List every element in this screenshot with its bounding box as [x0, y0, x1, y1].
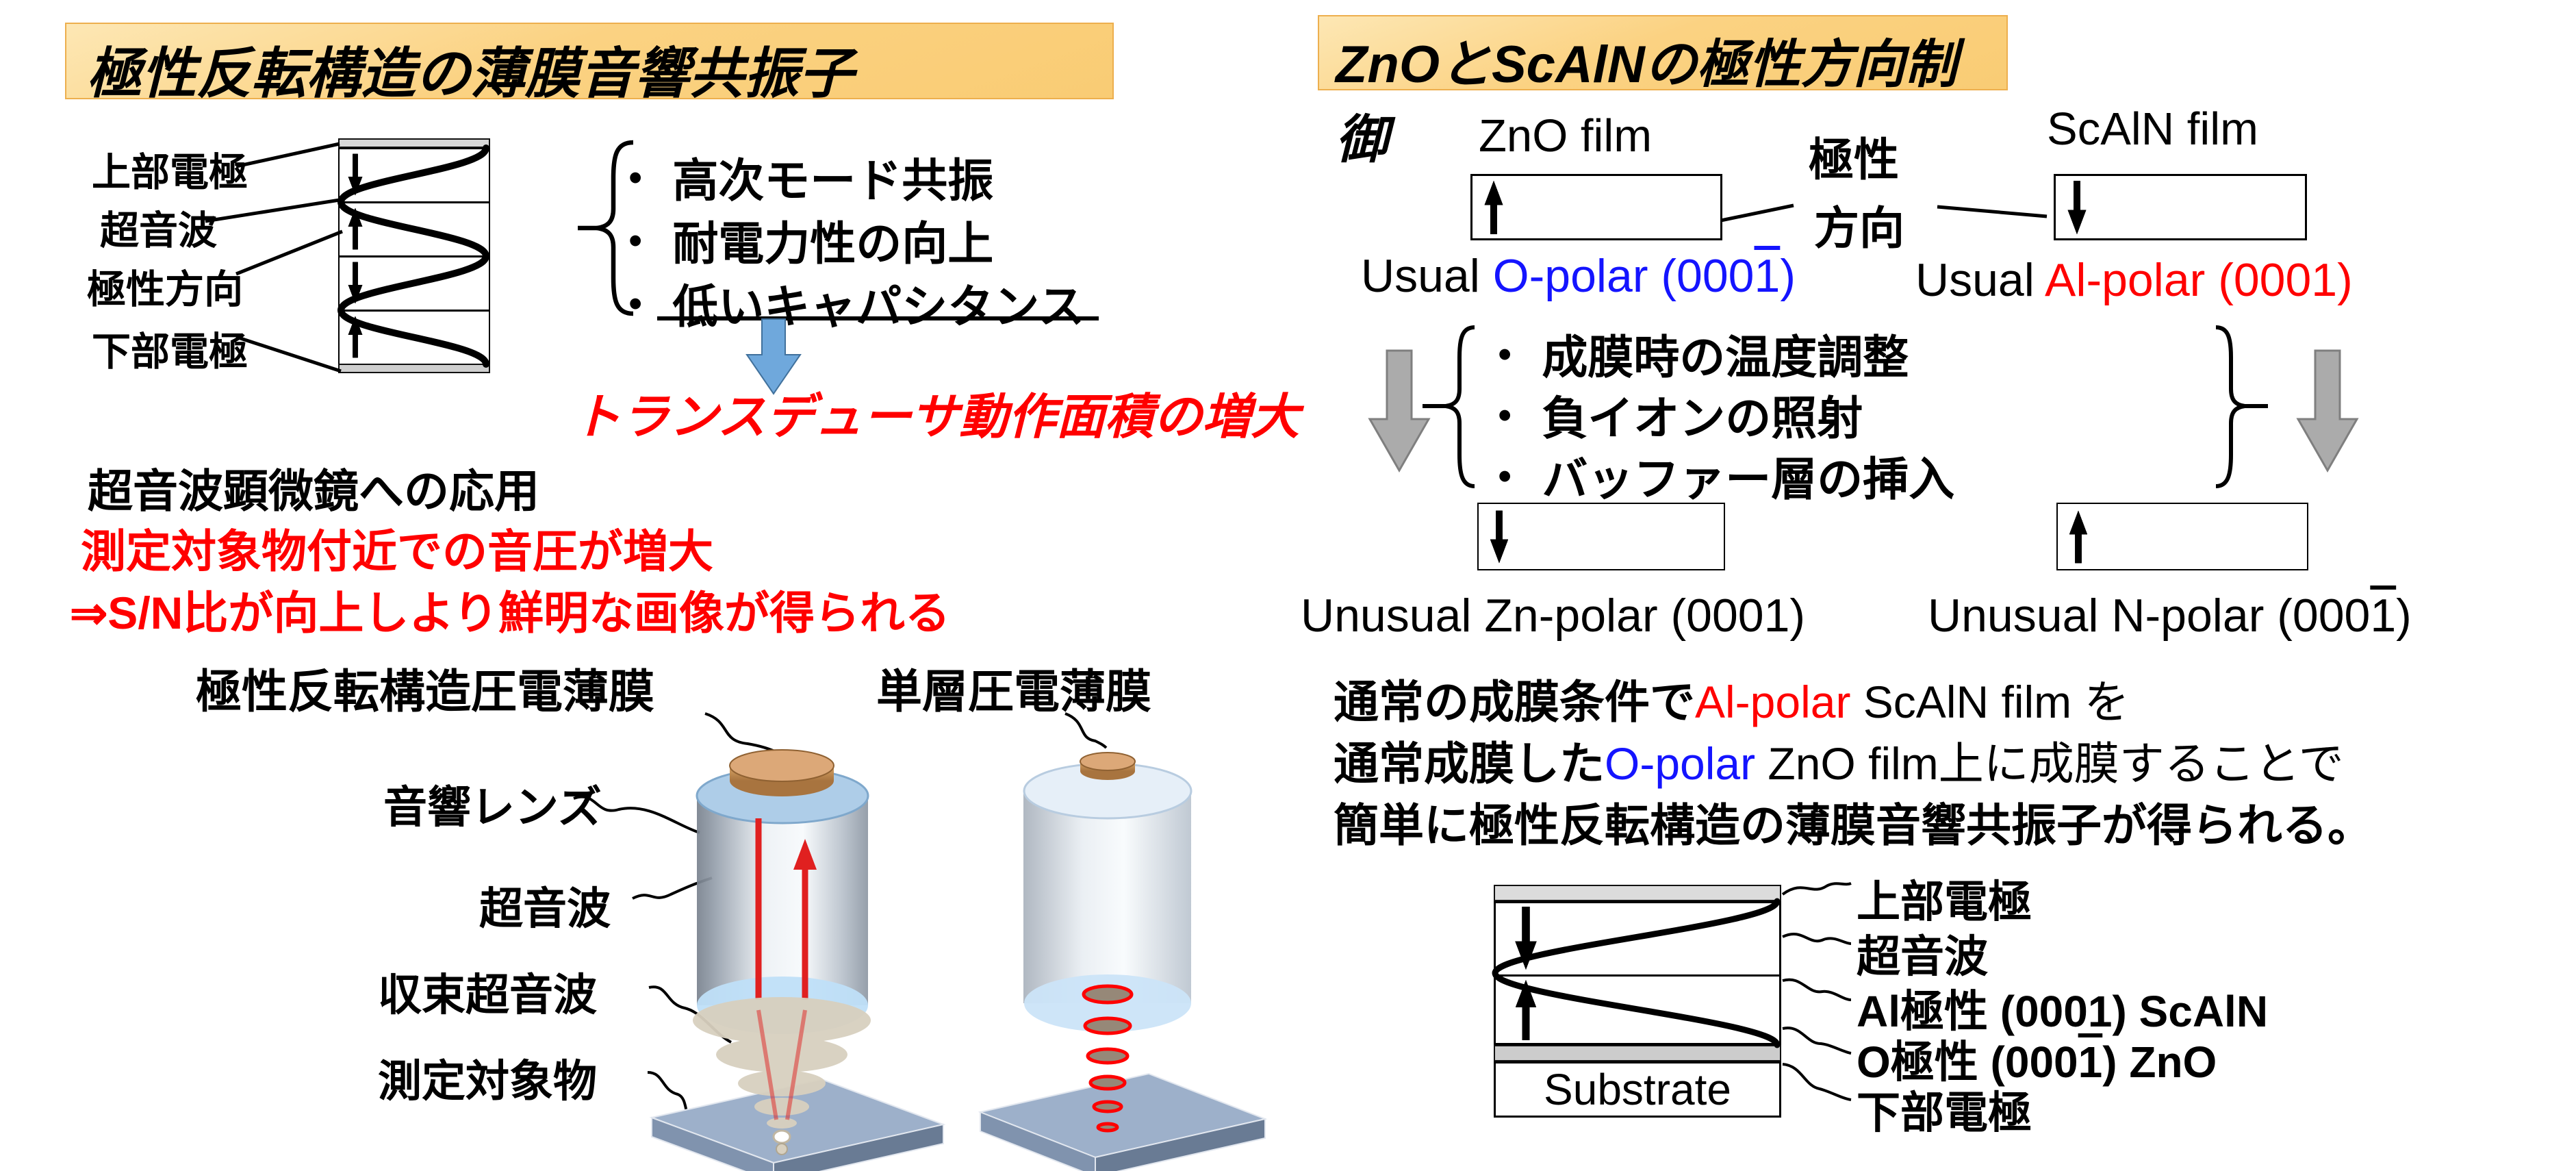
unusual-n-polar-label: Unusual N-polar (0001)	[1928, 590, 2412, 642]
method-item: •バッファー層の挿入	[1498, 454, 1955, 505]
substrate-label: Substrate	[1544, 1065, 1731, 1114]
bullet-icon: •	[1498, 454, 1512, 499]
scaln-zno-stack-diagram: Substrate	[1492, 885, 1781, 1118]
application-line3: ⇒S/N比が向上しより鮮明な画像が得られる	[70, 588, 951, 638]
application-line2: 測定対象物付近での音圧が増大	[81, 526, 713, 577]
label-ultrasound2: 超音波	[479, 884, 611, 933]
film-label-right: 単層圧電薄膜	[876, 666, 1151, 718]
label-top-electrode: 上部電極	[92, 151, 248, 194]
usual-o-polar-label: Usual O-polar (0001)	[1361, 250, 1796, 302]
top-electrode-bar	[1494, 885, 1781, 901]
standing-wave-curve	[337, 144, 490, 368]
focal-point	[772, 1129, 791, 1144]
acoustic-microscope-illustration	[573, 712, 1268, 1171]
polarity-label-line2: 方向	[1814, 203, 1904, 253]
up-arrow-icon	[1483, 180, 1504, 235]
benefit-item: •高次モード共振	[628, 155, 994, 207]
gray-down-arrow-left	[1368, 349, 1431, 473]
beam-ray	[785, 1009, 807, 1120]
substrate-plate	[649, 1078, 946, 1171]
label-ultrasound: 超音波	[100, 209, 217, 253]
bullet-icon: •	[628, 281, 643, 326]
inverted-transducer-cylinder	[696, 749, 869, 1034]
zno-film-box	[1470, 174, 1722, 240]
substrate-plate	[978, 1072, 1268, 1171]
stack2-label-top-electrode: 上部電極	[1857, 877, 2032, 927]
zn-polar-box	[1477, 503, 1725, 570]
method-item: •成膜時の温度調整	[1498, 332, 1909, 383]
label-bottom-electrode: 下部電極	[92, 330, 248, 374]
film-body	[1494, 901, 1781, 1045]
left-panel-title: 極性反転構造の薄膜音響共振子	[65, 23, 1114, 104]
resonator-stack-diagram	[337, 138, 490, 373]
scaln-film-box	[2054, 174, 2307, 240]
beam-ray	[756, 1009, 778, 1120]
big-blue-down-arrow	[745, 318, 802, 395]
application-line1: 超音波顕微鏡への応用	[88, 466, 539, 516]
unusual-zn-polar-label: Unusual Zn-polar (0001)	[1301, 590, 1806, 642]
summary-paragraph: 通常の成膜条件でAl-polar ScAlN film を 通常成膜したO-po…	[1334, 671, 2373, 856]
zno-film-label: ZnO film	[1479, 110, 1653, 162]
polarity-label-line1: 極性	[1809, 134, 1899, 185]
stack2-label-scaln: Al極性 (0001) ScAlN	[1857, 987, 2269, 1036]
substrate-box: Substrate	[1494, 1061, 1781, 1118]
summary-line2: 通常成膜したO-polar ZnO film上に成膜することで	[1334, 738, 2344, 789]
method-item: •負イオンの照射	[1498, 393, 1863, 444]
methods-brace-left	[1423, 325, 1475, 488]
bullet-icon: •	[1498, 332, 1512, 377]
bullet-icon: •	[628, 218, 643, 263]
benefits-brace	[578, 140, 634, 316]
bullet-icon: •	[1498, 393, 1512, 438]
right-panel-title: ZnOとScAlNの極性方向制御	[1318, 15, 2008, 169]
film-label-left: 極性反転構造圧電薄膜	[196, 666, 654, 718]
polarity-leader-lines	[1713, 203, 2048, 224]
gray-down-arrow-right	[2296, 349, 2359, 473]
result-text: トランスデューサ動作面積の増大	[572, 390, 1300, 444]
stack2-label-ultrasound: 超音波	[1857, 932, 1988, 981]
n-polar-box	[2056, 503, 2308, 570]
down-arrow-icon	[2067, 180, 2087, 235]
methods-brace-right	[2215, 325, 2268, 488]
benefit-underline	[657, 316, 1099, 320]
focused-beam-cone	[693, 997, 871, 1129]
label-acoustic-lens: 音響レンズ	[383, 783, 602, 832]
summary-line1: 通常の成膜条件でAl-polar ScAlN film を	[1334, 677, 2130, 727]
half-wave-curve	[1492, 898, 1781, 1048]
layer-divider	[338, 255, 490, 257]
up-arrow-icon	[2069, 508, 2088, 566]
benefit-item: •低いキャパシタンス	[628, 281, 1084, 333]
stack2-label-zno: O極性 (0001) ZnO	[1857, 1037, 2217, 1087]
usual-al-polar-label: Usual Al-polar (0001)	[1915, 254, 2353, 306]
summary-line3: 簡単に極性反転構造の薄膜音響共振子が得られる。	[1334, 800, 2373, 851]
label-focused-ultrasound: 収束超音波	[378, 970, 597, 1020]
stack2-label-bottom-electrode: 下部電極	[1857, 1088, 2032, 1137]
label-measurement-object: 測定対象物	[378, 1057, 597, 1106]
scaln-film-label: ScAlN film	[2047, 103, 2258, 155]
layer-divider	[338, 310, 490, 312]
label-polarity-direction: 極性方向	[87, 268, 243, 312]
layer-divider	[338, 201, 490, 203]
stack-leader-lines	[205, 142, 343, 373]
bullet-icon: •	[628, 155, 643, 200]
stack2-leader-lines	[1781, 882, 1852, 1101]
bottom-electrode-bar	[1494, 1045, 1781, 1061]
unfocused-beam-dots	[1082, 984, 1134, 1133]
benefit-item: •耐電力性の向上	[628, 218, 994, 270]
layer-divider	[1494, 974, 1781, 977]
bottom-electrode-bar	[338, 364, 490, 373]
down-arrow-icon	[1490, 508, 1509, 566]
focal-dot	[776, 1143, 788, 1155]
